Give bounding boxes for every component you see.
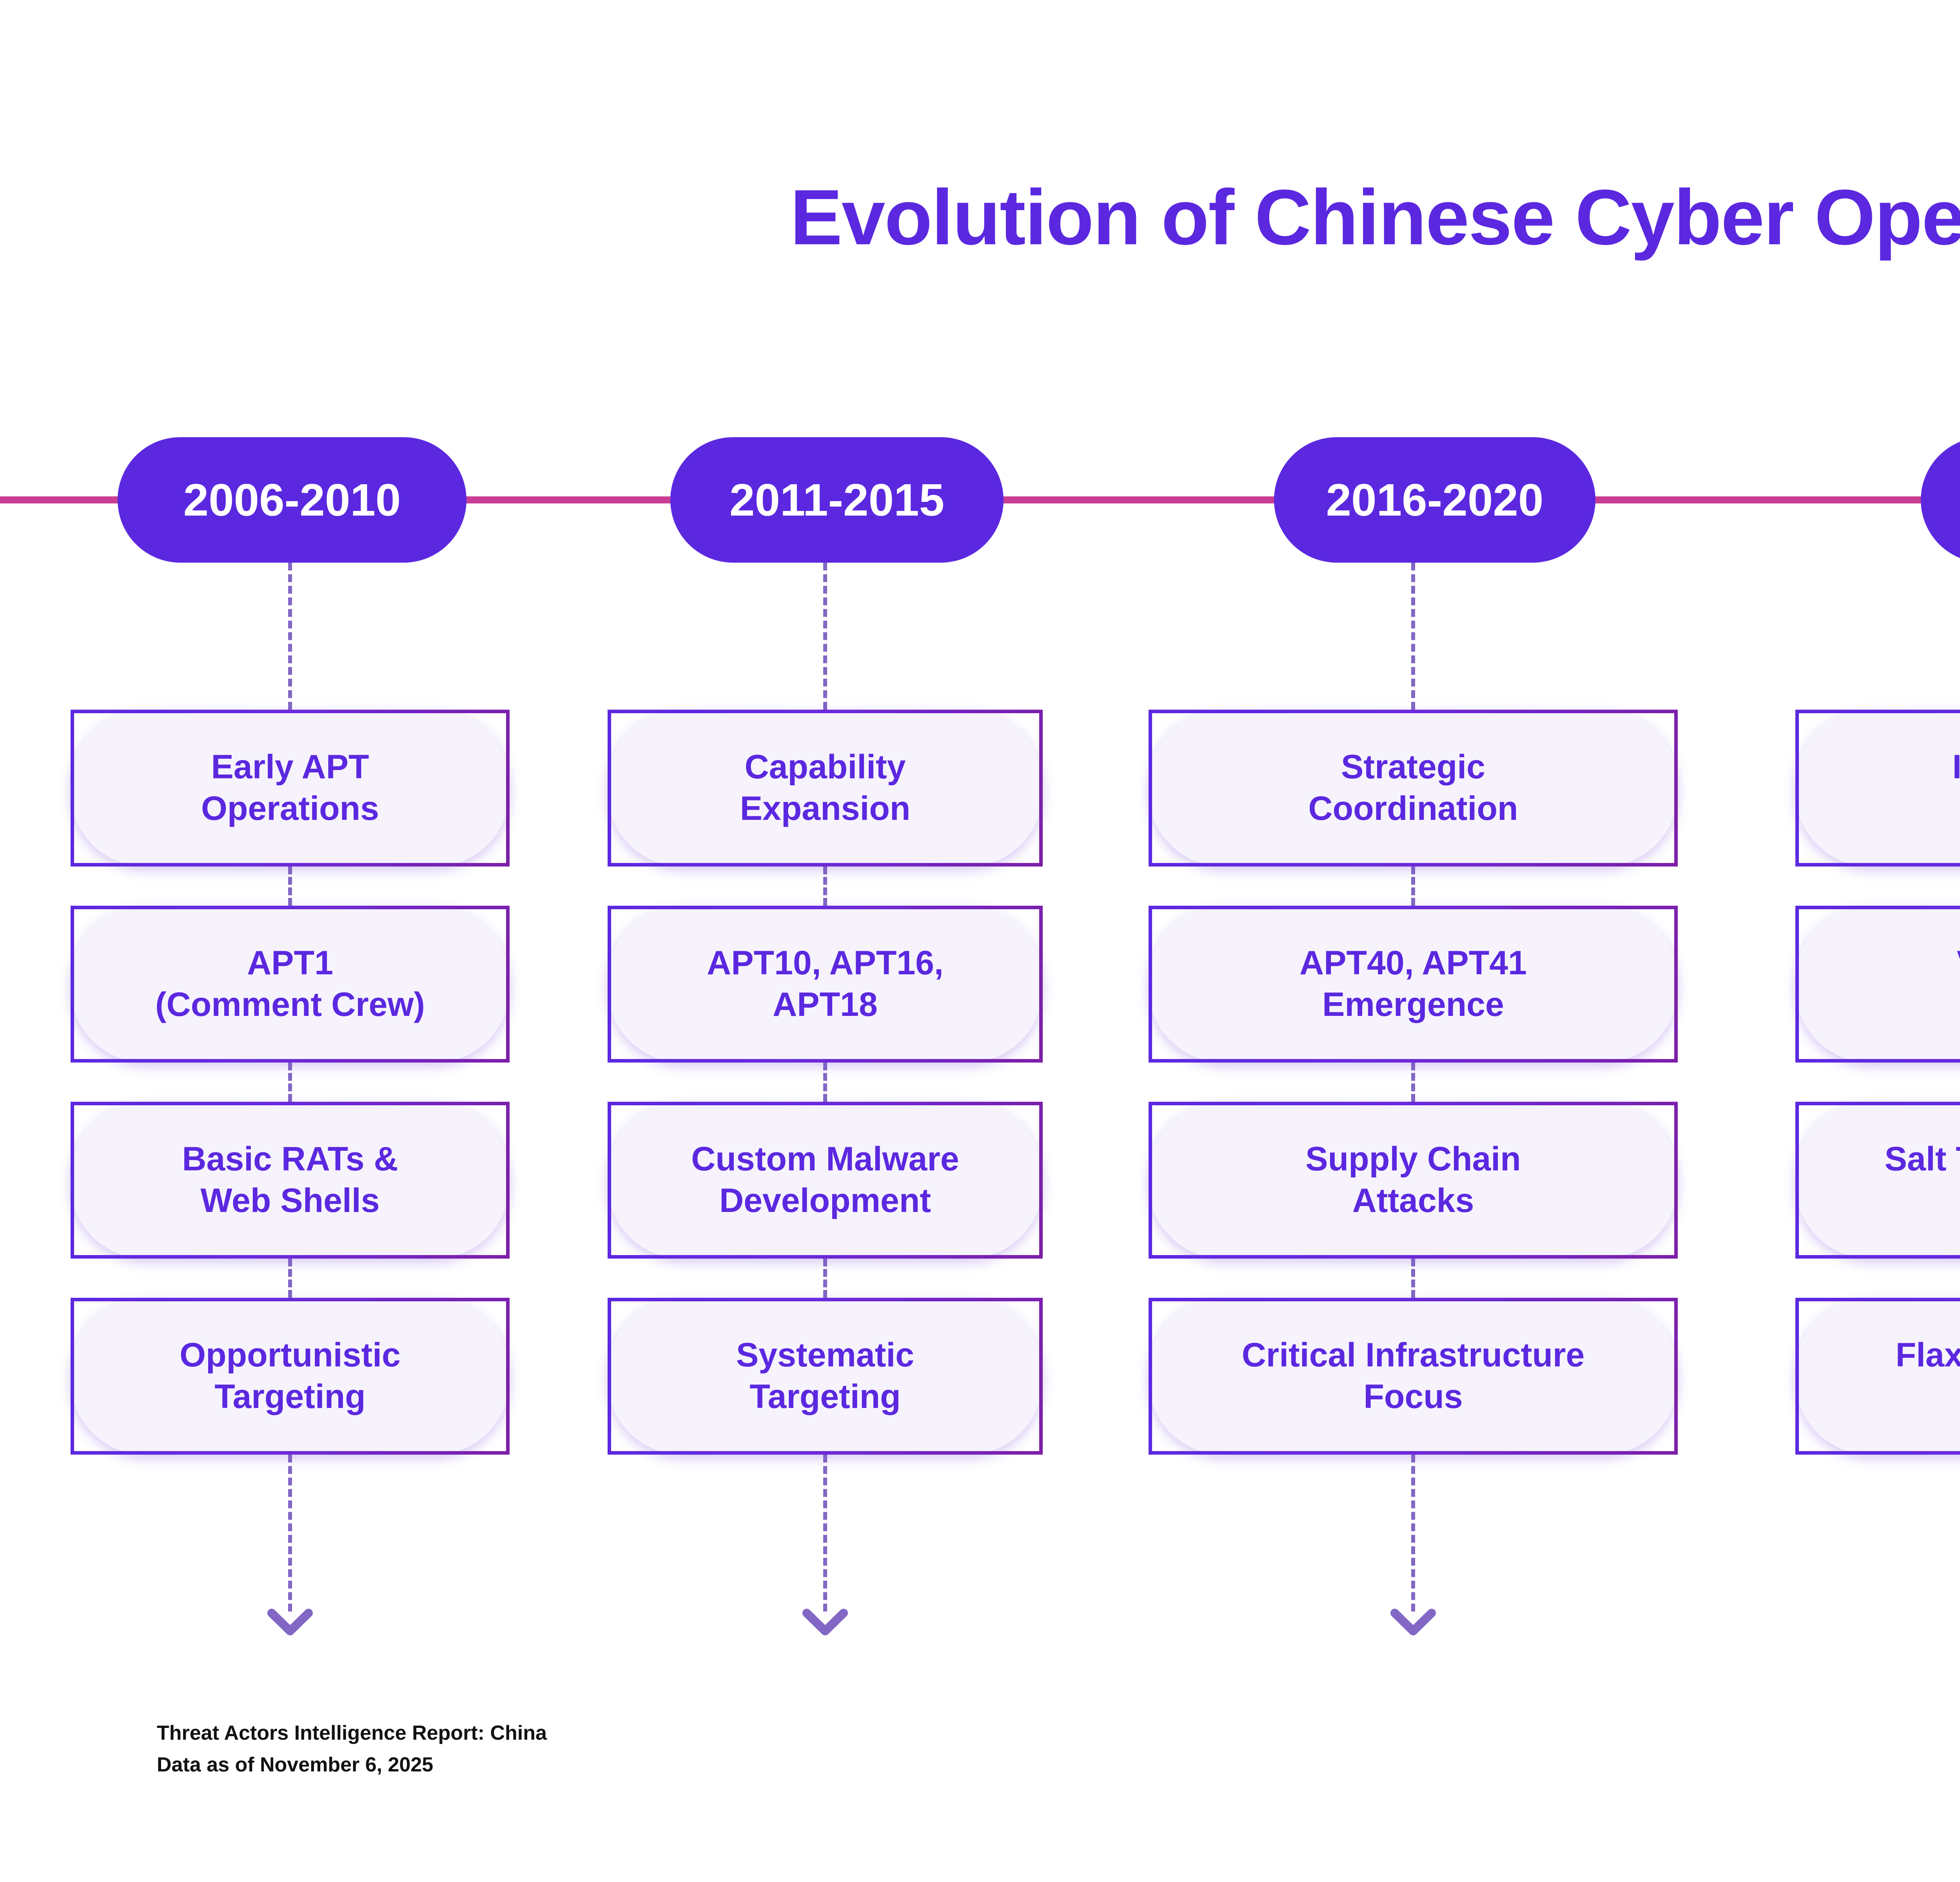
- timeline-card[interactable]: Flax Typhoon Botnet Operations: [1795, 1298, 1960, 1455]
- down-arrow-icon: [1390, 1609, 1436, 1635]
- timeline-card[interactable]: Systematic Targeting: [608, 1298, 1043, 1455]
- era-pill-label: 2006-2010: [183, 474, 401, 525]
- era-pill-2006-2010[interactable]: 2006-2010: [118, 437, 466, 563]
- timeline-card[interactable]: Capability Expansion: [608, 710, 1043, 867]
- timeline-card[interactable]: Supply Chain Attacks: [1149, 1102, 1678, 1259]
- timeline-card-label: APT1 (Comment Crew): [155, 944, 425, 1023]
- dashed-connector: [823, 867, 831, 906]
- dashed-connector: [823, 1259, 831, 1298]
- timeline-card[interactable]: Opportunistic Targeting: [71, 1298, 510, 1455]
- timeline-card-label: Early APT Operations: [201, 748, 379, 827]
- timeline-card[interactable]: APT10, APT16, APT18: [608, 906, 1043, 1063]
- page-title: Evolution of Chinese Cyber Operations: [790, 174, 1960, 261]
- timeline-card[interactable]: Strategic Coordination: [1149, 710, 1678, 867]
- timeline-card-label: Strategic Coordination: [1308, 748, 1518, 827]
- timeline-card[interactable]: Early APT Operations: [71, 710, 510, 867]
- dashed-connector: [1411, 1063, 1419, 1102]
- timeline-card[interactable]: APT1 (Comment Crew): [71, 906, 510, 1063]
- timeline-card-label: Volt Typhoon Operations: [1941, 943, 1960, 1026]
- dashed-connector: [1411, 563, 1419, 710]
- timeline-card[interactable]: APT40, APT41 Emergence: [1149, 906, 1678, 1063]
- timeline-card[interactable]: Infrastructure Preparation: [1795, 710, 1960, 867]
- timeline-card-label: Supply Chain Attacks: [1305, 1140, 1521, 1219]
- timeline-card[interactable]: Volt Typhoon Operations: [1795, 906, 1960, 1063]
- timeline-card-label: Critical Infrastructure Focus: [1241, 1336, 1585, 1415]
- timeline-card-label: Flax Typhoon Botnet Operations: [1895, 1336, 1960, 1374]
- dashed-connector: [288, 1259, 296, 1298]
- timeline-card-label: Infrastructure Preparation: [1952, 748, 1960, 786]
- timeline-card[interactable]: Basic RATs & Web Shells: [71, 1102, 510, 1259]
- down-arrow-icon: [802, 1609, 848, 1635]
- timeline-card-label: APT10, APT16, APT18: [707, 944, 944, 1023]
- era-pill-label: 2016-2020: [1326, 474, 1544, 525]
- dashed-connector: [288, 1063, 296, 1102]
- dashed-connector: [288, 867, 296, 906]
- dashed-connector: [1411, 1259, 1419, 1298]
- timeline-card-label: Basic RATs & Web Shells: [182, 1140, 398, 1219]
- timeline-card-label: Custom Malware Development: [691, 1140, 959, 1219]
- era-pill-2016-2020[interactable]: 2016-2020: [1274, 437, 1595, 563]
- era-pill-label: 2011-2015: [729, 474, 945, 525]
- footer-source-note: Threat Actors Intelligence Report: China…: [157, 1722, 547, 1776]
- dashed-connector: [1411, 867, 1419, 906]
- timeline-card[interactable]: Critical Infrastructure Focus: [1149, 1298, 1678, 1455]
- timeline-card-label: Salt Typhoon Telecom Compromise: [1884, 1140, 1960, 1219]
- timeline-card-label: Systematic Targeting: [736, 1336, 915, 1415]
- timeline-card-label: Opportunistic Targeting: [180, 1336, 401, 1415]
- timeline-card[interactable]: Custom Malware Development: [608, 1102, 1043, 1259]
- dashed-connector: [288, 563, 296, 710]
- era-pill-2011-2015[interactable]: 2011-2015: [670, 437, 1004, 563]
- era-pill-2021-2024[interactable]: 2021-2024: [1921, 437, 1960, 563]
- timeline-card[interactable]: Salt Typhoon Telecom Compromise: [1795, 1102, 1960, 1259]
- era-pill-label: 2021-2024: [1959, 474, 1960, 526]
- dashed-connector: [823, 563, 831, 710]
- down-arrow-icon: [267, 1609, 313, 1635]
- dashed-connector: [823, 1455, 831, 1611]
- timeline-card-label: Capability Expansion: [740, 748, 911, 827]
- timeline-card-label: APT40, APT41 Emergence: [1299, 944, 1527, 1023]
- dashed-connector: [823, 1063, 831, 1102]
- dashed-connector: [288, 1455, 296, 1611]
- dashed-connector: [1411, 1455, 1419, 1611]
